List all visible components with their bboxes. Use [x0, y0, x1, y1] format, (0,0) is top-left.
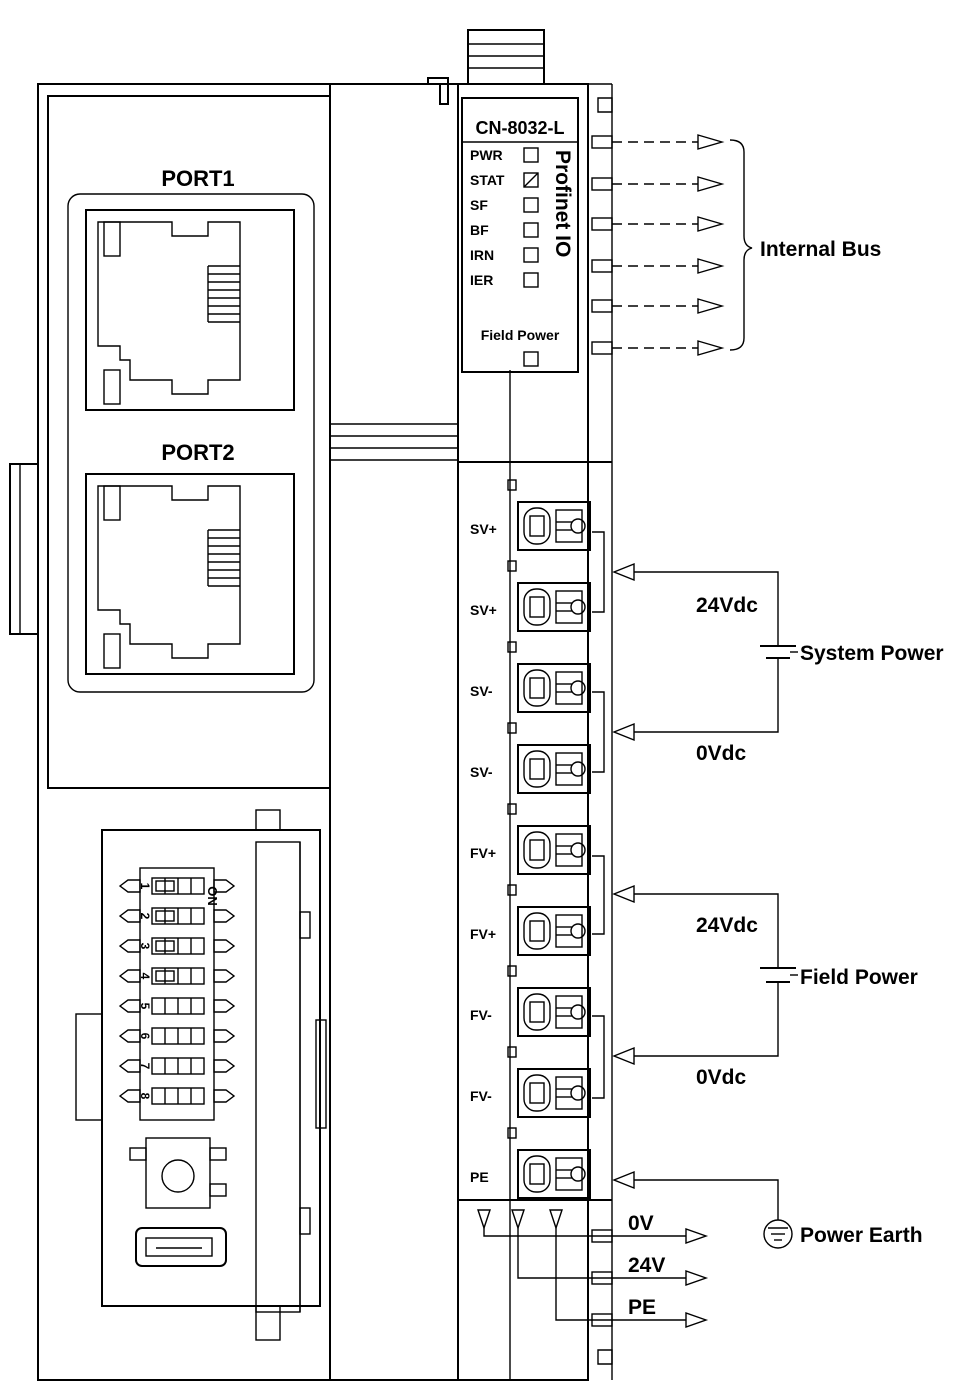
- terminal-label: FV-: [470, 1007, 492, 1023]
- output-wiring: [477, 1209, 709, 1328]
- dip-number: 7: [138, 1063, 152, 1070]
- terminal-block: SV+ SV+ SV- SV- FV+ FV+ FV- FV- PE: [470, 479, 591, 1199]
- led-label: BF: [470, 222, 489, 238]
- field-power-wiring: [592, 855, 798, 1099]
- terminal-7[interactable]: FV-: [470, 965, 591, 1037]
- led-bf-indicator: [523, 222, 539, 238]
- field-power-led-label: Field Power: [481, 327, 560, 343]
- model-label: CN-8032-L: [475, 118, 564, 138]
- bus-connector-2: [591, 176, 725, 192]
- ports-panel: PORT1 PORT2: [47, 95, 331, 789]
- led-label: PWR: [470, 147, 503, 163]
- terminal-label: FV+: [470, 845, 496, 861]
- output-pe-label: PE: [628, 1296, 656, 1319]
- led-row-stat: STAT: [470, 172, 539, 188]
- dip-position-1[interactable]: 1: [118, 877, 236, 895]
- bus-connector-6: [591, 340, 725, 356]
- dip-position-8[interactable]: 8: [118, 1087, 236, 1105]
- dip-position-2[interactable]: 2: [118, 907, 236, 925]
- dip-number: 4: [138, 973, 152, 980]
- bus-connector-3: [591, 216, 725, 232]
- field-power-led: [523, 351, 539, 367]
- led-row-ier: IER: [470, 272, 539, 288]
- terminal-label: PE: [470, 1169, 489, 1185]
- bus-connector-1: [591, 134, 725, 150]
- terminal-8[interactable]: FV-: [470, 1046, 591, 1118]
- terminal-2[interactable]: SV+: [470, 560, 591, 632]
- led-panel: CN-8032-L Profinet IO PWRSTATSFBFIRNIER …: [461, 97, 579, 373]
- led-label: IER: [470, 272, 493, 288]
- config-panel: [75, 809, 327, 1341]
- system-power-positive: 24Vdc: [696, 594, 758, 617]
- led-sf-indicator: [523, 197, 539, 213]
- led-row-pwr: PWR: [470, 147, 539, 163]
- rj45-port-1[interactable]: [85, 209, 295, 411]
- system-power-negative: 0Vdc: [696, 742, 747, 765]
- terminal-label: FV+: [470, 926, 496, 942]
- dip-number: 2: [138, 913, 152, 920]
- led-row-sf: SF: [470, 197, 539, 213]
- dip-position-4[interactable]: 4: [118, 967, 236, 985]
- internal-bus-brace: [729, 139, 753, 351]
- dip-number: 5: [138, 1003, 152, 1010]
- led-ier-indicator: [523, 272, 539, 288]
- terminal-label: FV-: [470, 1088, 492, 1104]
- terminal-label: SV-: [470, 764, 493, 780]
- dip-position-5[interactable]: 5: [118, 997, 236, 1015]
- system-power-wiring: [592, 531, 798, 773]
- terminal-label: SV-: [470, 683, 493, 699]
- internal-bus-label: Internal Bus: [760, 238, 881, 261]
- dip-position-7[interactable]: 7: [118, 1057, 236, 1075]
- dip-number: 1: [138, 883, 152, 890]
- internal-bus-group: [591, 134, 725, 356]
- terminal-label: SV+: [470, 521, 497, 537]
- power-earth-wiring: [612, 1170, 793, 1249]
- dip-number: 8: [138, 1093, 152, 1100]
- output-0v-label: 0V: [628, 1212, 654, 1235]
- power-earth-label: Power Earth: [800, 1224, 923, 1247]
- terminal-4[interactable]: SV-: [470, 722, 591, 794]
- led-row-bf: BF: [470, 222, 539, 238]
- ground-icon: [763, 1219, 793, 1249]
- terminal-5[interactable]: FV+: [470, 803, 591, 875]
- terminal-1[interactable]: SV+: [470, 479, 591, 551]
- led-pwr-indicator: [523, 147, 539, 163]
- dip-position-6[interactable]: 6: [118, 1027, 236, 1045]
- led-stat-indicator: [523, 172, 539, 188]
- dip-on-label: ON: [205, 886, 220, 906]
- terminal-3[interactable]: SV-: [470, 641, 591, 713]
- output-24v-label: 24V: [628, 1254, 665, 1277]
- dip-position-3[interactable]: 3: [118, 937, 236, 955]
- led-label: SF: [470, 197, 488, 213]
- dip-number: 6: [138, 1033, 152, 1040]
- system-power-label: System Power: [800, 642, 944, 665]
- port2-label: PORT2: [161, 440, 234, 465]
- dip-number: 3: [138, 943, 152, 950]
- head-module: [457, 29, 613, 1381]
- reset-button[interactable]: [129, 1137, 227, 1209]
- terminal-6[interactable]: FV+: [470, 884, 591, 956]
- field-power-label: Field Power: [800, 966, 918, 989]
- port1-label: PORT1: [161, 166, 234, 191]
- usb-port[interactable]: [135, 1227, 227, 1267]
- protocol-label: Profinet IO: [551, 150, 574, 257]
- bus-connector-5: [591, 298, 725, 314]
- led-irn-indicator: [523, 247, 539, 263]
- led-label: IRN: [470, 247, 494, 263]
- field-power-negative: 0Vdc: [696, 1066, 747, 1089]
- led-label: STAT: [470, 172, 505, 188]
- terminal-label: SV+: [470, 602, 497, 618]
- bus-connector-4: [591, 258, 725, 274]
- led-row-irn: IRN: [470, 247, 539, 263]
- terminal-9[interactable]: PE: [470, 1127, 591, 1199]
- rj45-port-2[interactable]: [85, 473, 295, 675]
- field-power-positive: 24Vdc: [696, 914, 758, 937]
- dip-switch[interactable]: ON 1 2 3 4 5 6 7 8: [118, 867, 236, 1121]
